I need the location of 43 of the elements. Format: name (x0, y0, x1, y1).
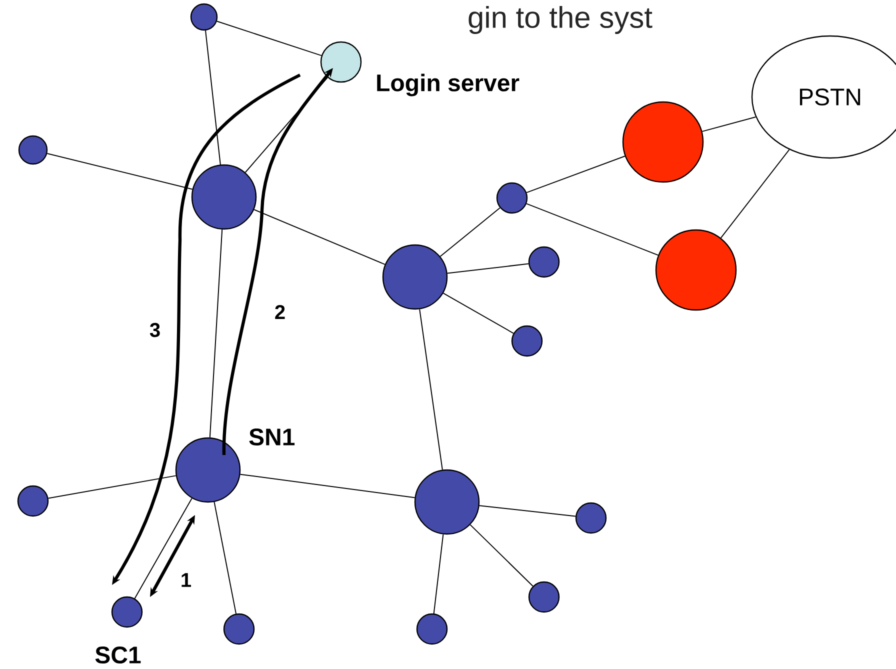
link-line (442, 292, 514, 334)
network-node (511, 325, 543, 357)
link-line (419, 308, 443, 470)
title: gin to the syst (468, 6, 652, 34)
network-node (575, 502, 607, 534)
node-label: SN1 (249, 428, 295, 446)
link-line (214, 502, 237, 614)
network-node (191, 164, 257, 230)
link-line (478, 505, 576, 517)
edge-label: 2 (273, 304, 287, 320)
link-line (244, 77, 328, 173)
network-node (17, 485, 49, 517)
network-node (18, 135, 48, 165)
link-line (433, 534, 444, 614)
link-line (526, 156, 626, 194)
network-node (655, 229, 737, 311)
network-node (414, 469, 480, 535)
link-line (440, 207, 500, 257)
link-line (470, 524, 534, 587)
link-line (240, 474, 416, 498)
link-line (702, 116, 756, 132)
link-line (254, 209, 386, 265)
node-label: Login server (377, 74, 520, 96)
network-node (223, 613, 255, 645)
link-line (526, 203, 659, 256)
link-line (209, 229, 223, 438)
link-line (134, 498, 192, 599)
network-node (190, 3, 218, 31)
network-node (416, 613, 448, 645)
network-node (528, 246, 560, 278)
link-line (720, 149, 790, 238)
link-line (446, 263, 530, 274)
network-node (622, 101, 704, 183)
link-line (46, 153, 193, 190)
network-node (382, 244, 448, 310)
link-line (48, 475, 176, 499)
edge-label: 3 (148, 322, 162, 338)
node-label: SC1 (95, 646, 141, 664)
link-line (205, 30, 221, 166)
edge-label: 1 (179, 572, 193, 588)
link-line (216, 20, 322, 56)
network-node (528, 581, 560, 613)
network-node (496, 182, 528, 214)
